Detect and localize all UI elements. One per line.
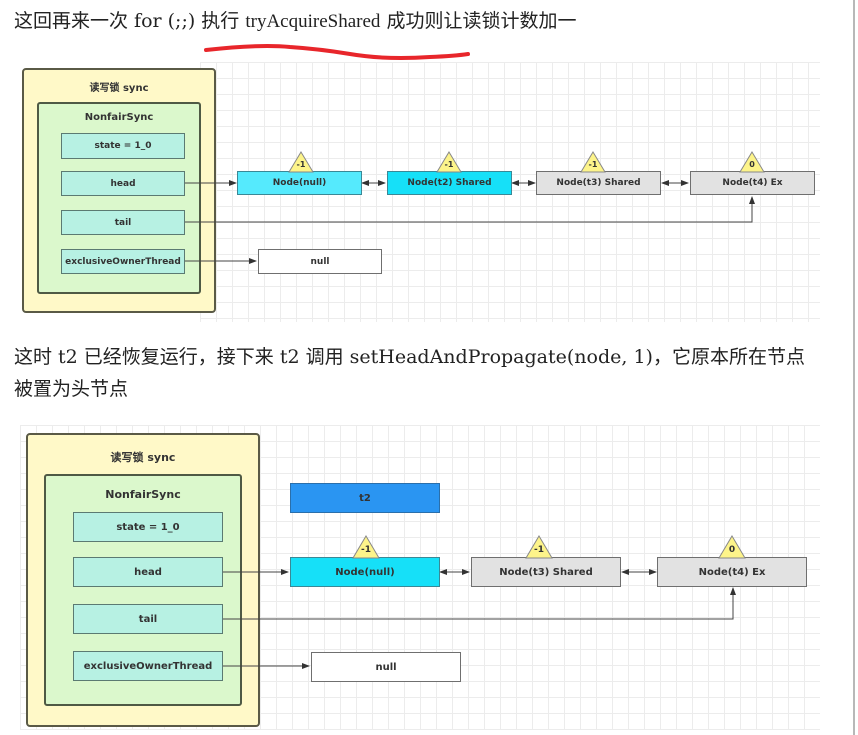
warning-triangle-icon	[718, 535, 746, 559]
scrollbar-track[interactable]	[853, 0, 855, 735]
warning-triangle-icon	[525, 535, 553, 559]
owner-null-box: null	[258, 249, 382, 274]
wait-status-badge: 0	[739, 151, 765, 173]
paragraph-1: 这回再来一次 for (;;) 执行 tryAcquireShared 成功则让…	[14, 6, 576, 37]
nonfair-sync-title: NonfairSync	[84, 112, 154, 123]
wait-status-badge: -1	[436, 151, 462, 173]
warning-triangle-icon	[352, 535, 380, 559]
red-underline-annotation	[204, 44, 470, 60]
field-state: state = 1_0	[73, 512, 223, 542]
node-t4-ex: Node(t4) Ex	[690, 171, 815, 195]
paragraph-1-highlight: tryAcquireShared	[245, 11, 381, 32]
tail-pointer-arrow	[185, 196, 755, 223]
node-t3-shared: Node(t3) Shared	[471, 557, 621, 587]
wait-status-badge: -1	[352, 535, 380, 559]
paragraph-1-prefix: 这回再来一次 for (;;) 执行	[14, 10, 246, 32]
node-null: Node(null)	[290, 557, 440, 587]
node-t2-shared: Node(t2) Shared	[387, 171, 512, 195]
node-t3-shared: Node(t3) Shared	[536, 171, 661, 195]
rwlock-sync-title: 读写锁 sync	[110, 451, 176, 464]
field-tail: tail	[61, 210, 185, 235]
paragraph-2-line-2: 被置为头节点	[14, 378, 129, 400]
field-tail: tail	[73, 604, 223, 634]
tail-pointer-arrow	[223, 587, 736, 620]
warning-triangle-icon	[288, 151, 314, 173]
wait-status-badge: -1	[525, 535, 553, 559]
field-exclusive-owner-thread: exclusiveOwnerThread	[61, 249, 185, 274]
nonfair-sync-title: NonfairSync	[105, 488, 181, 501]
warning-triangle-icon	[580, 151, 606, 173]
field-exclusive-owner-thread: exclusiveOwnerThread	[73, 651, 223, 681]
field-head: head	[73, 557, 223, 587]
wait-status-badge: -1	[288, 151, 314, 173]
wait-status-badge: 0	[718, 535, 746, 559]
owner-null-box: null	[311, 652, 461, 682]
paragraph-2-line-1: 这时 t2 已经恢复运行，接下来 t2 调用 setHeadAndPropaga…	[14, 346, 805, 368]
paragraph-1-suffix: 成功则让读锁计数加一	[380, 10, 577, 32]
warning-triangle-icon	[436, 151, 462, 173]
field-state: state = 1_0	[61, 133, 185, 159]
warning-triangle-icon	[739, 151, 765, 173]
node-t4-ex: Node(t4) Ex	[657, 557, 807, 587]
thread-t2-box: t2	[290, 483, 440, 513]
field-head: head	[61, 171, 185, 196]
wait-status-badge: -1	[580, 151, 606, 173]
rwlock-sync-title: 读写锁 sync	[89, 83, 149, 94]
